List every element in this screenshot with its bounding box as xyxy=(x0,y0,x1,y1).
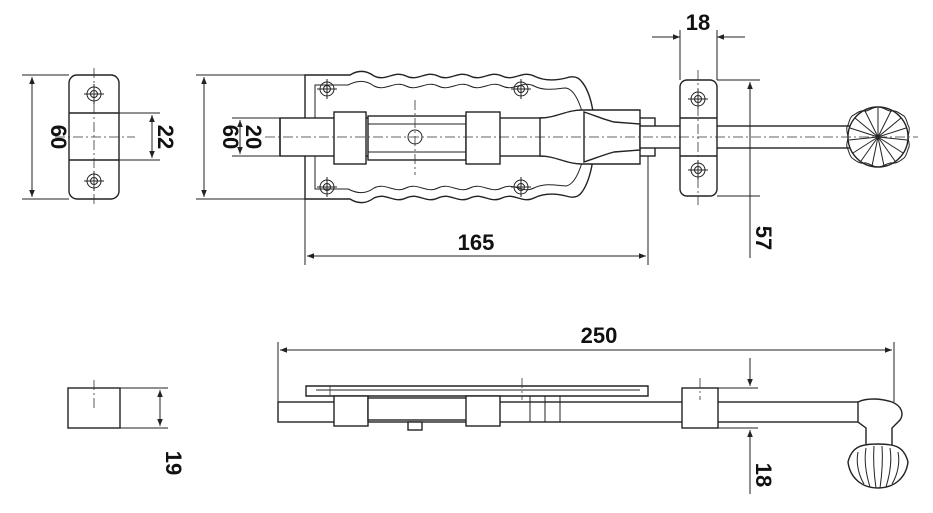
dimension-keeper-height: 60 xyxy=(29,77,71,197)
dim-text: 60 xyxy=(46,125,71,149)
dimension-guide-width: 18 xyxy=(652,10,745,40)
dim-text: 18 xyxy=(751,463,776,487)
dimension-keeper-opening: 22 xyxy=(149,115,178,158)
dim-text: 57 xyxy=(751,226,776,250)
guide-bracket xyxy=(679,79,718,197)
knob-side-icon xyxy=(847,443,909,489)
dim-text: 165 xyxy=(458,230,495,255)
dimension-guide-height: 18 xyxy=(747,358,776,494)
bolt-housing xyxy=(333,111,367,165)
dimension-plate-length: 165 xyxy=(307,230,646,259)
dim-text: 18 xyxy=(686,10,710,35)
dimension-guide-offset: 57 xyxy=(747,82,776,258)
dim-text: 250 xyxy=(581,323,618,348)
keeper-side-view xyxy=(67,380,168,429)
dimension-overall-length: 250 xyxy=(280,323,892,353)
bolt-top-view xyxy=(196,30,918,265)
bolt-housing xyxy=(333,395,369,427)
bolt-side-view xyxy=(277,342,909,489)
guide-bracket xyxy=(681,387,719,429)
bolt-housing xyxy=(465,111,501,165)
dim-text: 60 xyxy=(218,125,243,149)
dimension-plate-height: 60 xyxy=(201,77,243,197)
dim-text: 19 xyxy=(161,451,186,475)
keeper-top-view xyxy=(22,68,160,205)
bolt-housing xyxy=(465,395,501,427)
dim-text: 20 xyxy=(241,125,266,149)
dimension-bolt-diameter: 20 xyxy=(237,120,266,154)
dimension-keeper-depth: 19 xyxy=(157,390,186,475)
dim-text: 22 xyxy=(153,125,178,149)
